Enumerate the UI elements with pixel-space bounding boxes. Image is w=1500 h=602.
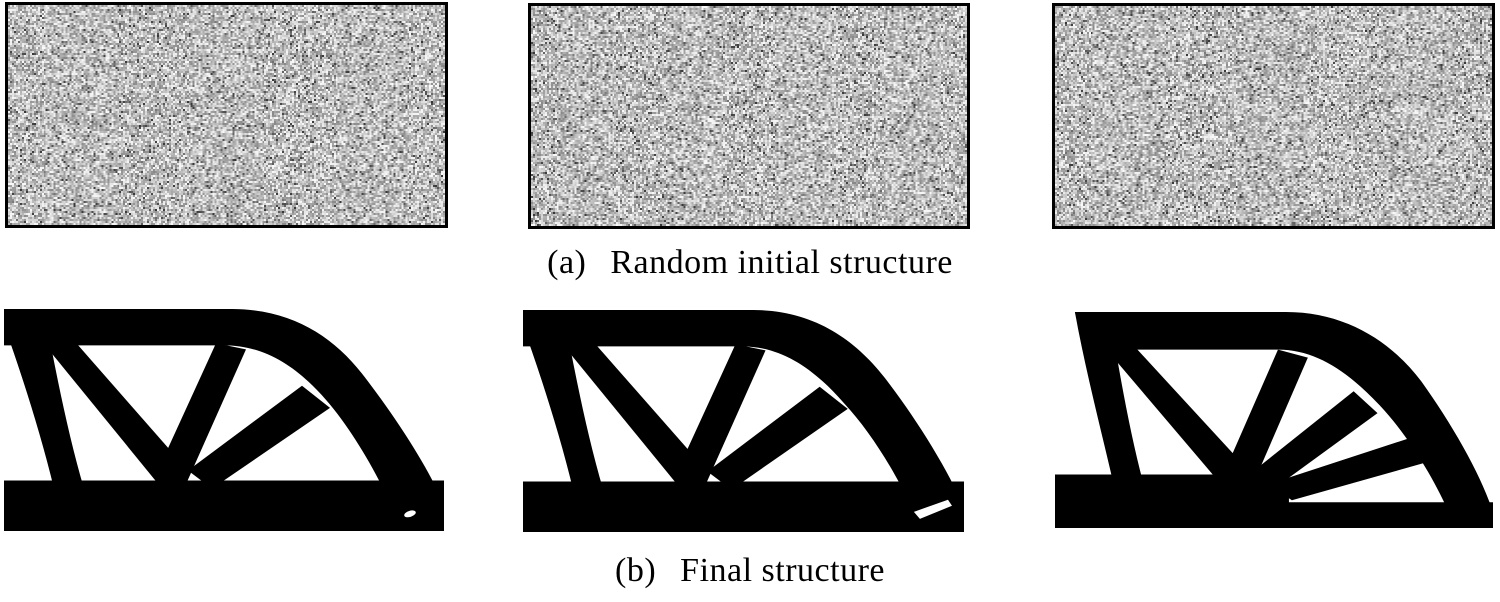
noise-image-2 [531, 6, 967, 226]
structure-2-body [523, 310, 964, 532]
final-structure-3 [1055, 312, 1493, 530]
structure-3-body [1055, 312, 1493, 528]
noise-image-3 [1055, 6, 1492, 226]
final-structure-1 [4, 309, 444, 531]
noise-panel-1 [5, 2, 448, 228]
structure-1-body [4, 309, 444, 531]
caption-b-label: (b) [615, 552, 656, 590]
noise-panel-2 [528, 3, 970, 229]
caption-b: (b) Final structure [0, 552, 1500, 590]
noise-image-1 [8, 5, 445, 225]
caption-a: (a) Random initial structure [0, 244, 1500, 282]
caption-b-text: Final structure [680, 552, 885, 589]
final-structure-2 [523, 310, 964, 532]
noise-panel-3 [1052, 3, 1495, 229]
caption-a-label: (a) [547, 244, 586, 282]
caption-a-text: Random initial structure [610, 244, 953, 281]
